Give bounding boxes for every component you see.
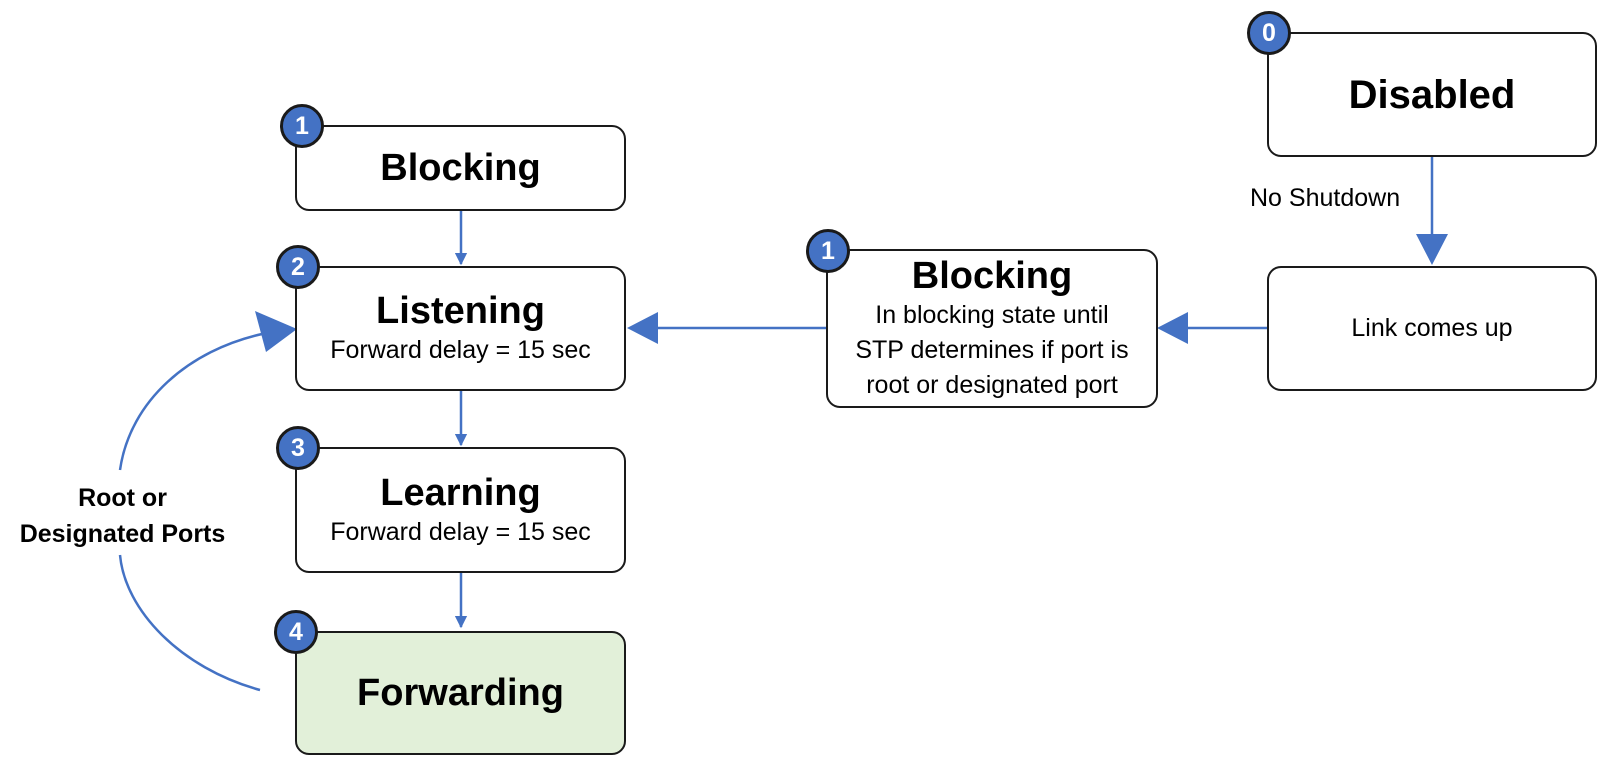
state-blocking-initial-line-2: STP determines if port is — [855, 336, 1129, 364]
curved-arrow-upper-segment — [118, 332, 263, 471]
state-learning-delay: Forward delay = 15 sec — [330, 517, 591, 546]
state-link-comes-up: Link comes up — [1267, 266, 1597, 391]
arrowhead-link-up — [1416, 234, 1448, 265]
curved-arrow-forwarding-to-listening — [118, 554, 261, 692]
state-disabled: Disabled — [1267, 32, 1597, 157]
step-badge-1-initial: 1 — [806, 229, 850, 273]
step-badge-0: 0 — [1247, 11, 1291, 55]
state-blocking-initial-line-1: In blocking state until — [875, 301, 1109, 329]
state-listening-delay: Forward delay = 15 sec — [330, 336, 591, 364]
edge-label-no-shutdown: No Shutdown — [1250, 184, 1401, 212]
state-blocking-title: Blocking — [380, 147, 541, 189]
state-forwarding: Forwarding — [295, 631, 626, 755]
state-listening: Listening Forward delay = 15 sec — [295, 266, 626, 391]
state-listening-title: Listening — [376, 290, 545, 332]
state-blocking-initial: Blocking In blocking state until STP det… — [826, 249, 1158, 408]
state-forwarding-title: Forwarding — [357, 672, 564, 714]
state-blocking-initial-line-3: root or designated port — [866, 371, 1118, 399]
edge-label-root-or: Root or — [78, 484, 167, 512]
state-learning: Learning Forward delay = 15 sec — [295, 447, 626, 573]
step-badge-3: 3 — [276, 426, 320, 470]
state-disabled-title: Disabled — [1348, 72, 1516, 117]
edge-label-root-or-designated: Root or Designated Ports — [10, 480, 235, 552]
arrowhead-blocking-initial — [1157, 312, 1188, 344]
state-learning-title: Learning — [380, 471, 541, 514]
step-badge-2: 2 — [276, 245, 320, 289]
step-badge-1: 1 — [280, 104, 324, 148]
state-blocking: Blocking — [295, 125, 626, 211]
state-link-comes-up-text: Link comes up — [1351, 314, 1513, 342]
step-badge-4: 4 — [274, 610, 318, 654]
state-blocking-initial-title: Blocking — [911, 255, 1073, 297]
edge-label-designated-ports: Designated Ports — [19, 520, 226, 548]
arrowhead-listening — [627, 312, 658, 344]
arrowhead-listening-curve — [255, 311, 297, 352]
